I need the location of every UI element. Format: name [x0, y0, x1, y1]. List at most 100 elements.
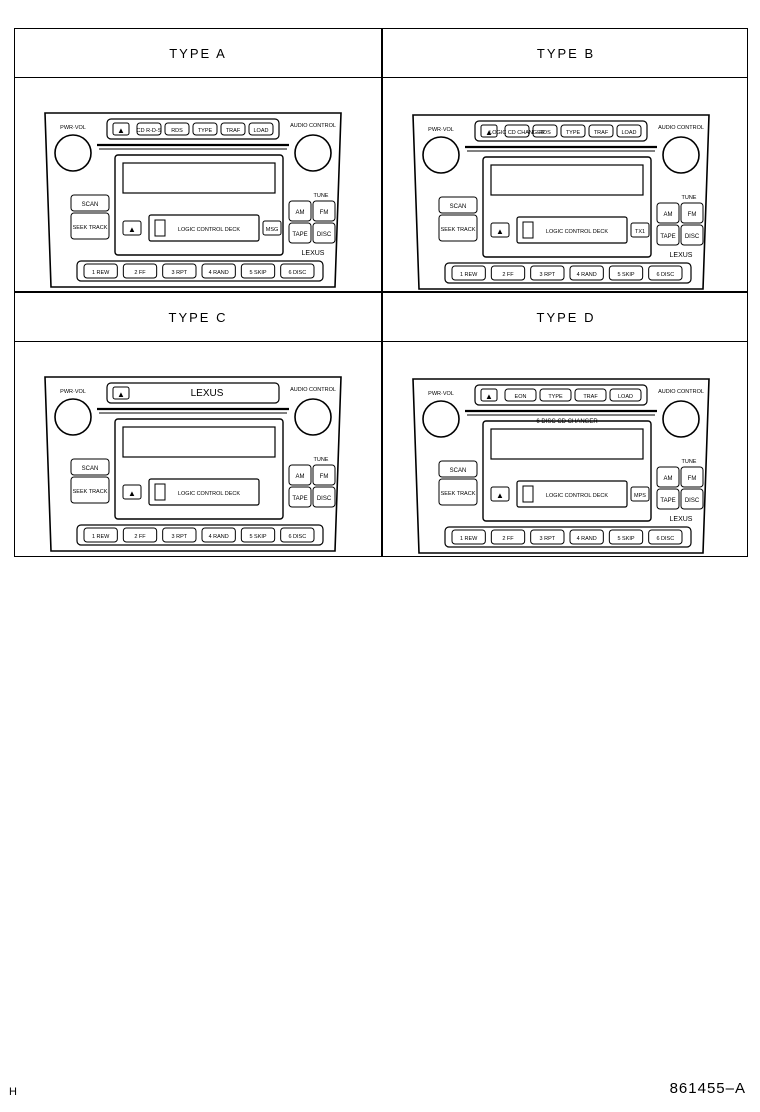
scan-label: SCAN — [450, 204, 467, 210]
seek-track-label: SEEK TRACK — [441, 491, 476, 497]
preset-button-5 — [608, 265, 644, 281]
top-button-1 — [532, 124, 558, 138]
band-button-label-3: DISC — [317, 232, 332, 238]
top-button-3 — [220, 122, 246, 136]
band-button-label-0: AM — [296, 474, 305, 480]
top-button-1 — [539, 388, 572, 402]
eject-icon: ▲ — [485, 392, 493, 401]
display-window — [122, 162, 276, 194]
changer-label: 6 DISC CD CHANGER — [536, 419, 598, 425]
scan-button — [438, 196, 478, 214]
preset-button-label-1: 1 REW — [460, 272, 478, 278]
scan-label: SCAN — [450, 468, 467, 474]
deck-eject-icon: ▲ — [128, 225, 136, 234]
band-button-0 — [288, 464, 312, 486]
band-button-label-1: FM — [688, 212, 697, 218]
preset-button-label-1: 1 REW — [92, 534, 110, 540]
band-button-label-2: TAPE — [292, 232, 307, 238]
display-body — [114, 154, 284, 256]
band-button-1 — [312, 200, 336, 222]
band-button-0 — [656, 202, 680, 224]
audio-control-label: AUDIO CONTROL — [658, 125, 704, 131]
scan-button — [70, 194, 110, 212]
preset-bar — [76, 524, 324, 546]
deck-eject-button — [490, 222, 510, 238]
eject-button — [480, 124, 498, 138]
top-button-2 — [192, 122, 218, 136]
preset-button-label-2: 2 FF — [134, 270, 146, 276]
deck-side-button — [630, 486, 650, 502]
preset-button-1 — [83, 527, 118, 543]
deck-eject-icon: ▲ — [496, 227, 504, 236]
audio-control-label: AUDIO CONTROL — [658, 389, 704, 395]
grid-divider-middle — [15, 291, 747, 293]
audio-control-label: AUDIO CONTROL — [290, 123, 336, 129]
top-button-label-4: LOAD — [254, 128, 269, 134]
top-button-label-2: TRAF — [583, 394, 598, 400]
top-button-label-3: TRAF — [594, 130, 609, 136]
seek-track-label: SEEK TRACK — [73, 489, 108, 495]
band-button-0 — [288, 200, 312, 222]
preset-button-label-4: 4 RAND — [577, 272, 597, 278]
preset-button-6 — [280, 527, 315, 543]
band-button-1 — [680, 466, 704, 488]
preset-button-label-4: 4 RAND — [577, 536, 597, 542]
top-button-label-0: CD R-D-S — [137, 128, 162, 134]
top-button-0 — [504, 124, 530, 138]
eject-icon: ▲ — [485, 128, 493, 137]
preset-button-5 — [240, 263, 276, 279]
seek-track-button — [70, 476, 110, 504]
display-body — [482, 420, 652, 522]
top-button-label-2: TYPE — [198, 128, 213, 134]
top-button-label-1: TYPE — [548, 394, 563, 400]
grid-divider-vertical — [381, 29, 383, 556]
band-button-label-1: FM — [320, 474, 329, 480]
preset-button-label-6: 6 DISC — [288, 534, 306, 540]
tune-label: TUNE — [682, 459, 697, 465]
tape-deck-handle — [522, 221, 534, 239]
preset-button-label-2: 2 FF — [502, 536, 514, 542]
band-button-2 — [656, 224, 680, 246]
seek-track-button — [438, 214, 478, 242]
preset-button-label-5: 5 SKIP — [617, 536, 634, 542]
top-button-bar — [106, 118, 280, 140]
radio-outline — [412, 114, 710, 290]
top-button-label-3: TRAF — [226, 128, 241, 134]
deck-side-button-label: TX1 — [635, 229, 645, 235]
preset-button-label-5: 5 SKIP — [249, 270, 266, 276]
display-window — [490, 164, 644, 196]
power-volume-knob — [54, 134, 92, 172]
audio-control-knob — [662, 400, 700, 438]
deck-label: LOGIC CONTROL DECK — [546, 229, 608, 235]
eject-icon: ▲ — [117, 126, 125, 135]
top-button-label-4: LOAD — [622, 130, 637, 136]
power-volume-knob — [422, 400, 460, 438]
top-brand-label: LEXUS — [191, 388, 224, 399]
preset-button-label-1: 1 REW — [92, 270, 110, 276]
grid-divider-c-d-title — [15, 341, 747, 342]
deck-eject-button — [122, 484, 142, 500]
top-button-4 — [616, 124, 642, 138]
type-b-title: TYPE B — [536, 46, 596, 61]
preset-button-3 — [162, 263, 197, 279]
top-button-4 — [248, 122, 274, 136]
brand-label: LEXUS — [302, 250, 325, 257]
band-button-label-1: FM — [320, 210, 329, 216]
preset-button-label-4: 4 RAND — [209, 270, 229, 276]
brand-label: LEXUS — [670, 516, 693, 523]
preset-button-label-6: 6 DISC — [288, 270, 306, 276]
tape-deck-door — [516, 480, 628, 508]
type-c-title: TYPE C — [168, 310, 228, 325]
display-body — [114, 418, 284, 520]
type-a-title: TYPE A — [169, 46, 227, 61]
eject-button — [480, 388, 498, 402]
preset-button-label-2: 2 FF — [134, 534, 146, 540]
band-button-3 — [680, 224, 704, 246]
radio-outline — [412, 378, 710, 554]
top-button-label-0: LOGIC CD CHANGER — [489, 130, 545, 136]
preset-bar — [444, 526, 692, 548]
